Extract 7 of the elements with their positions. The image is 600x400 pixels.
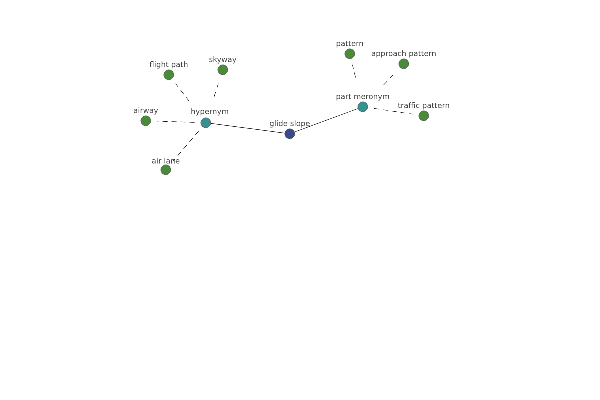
dashed-line: [173, 131, 199, 162]
connector-line: [210, 123, 286, 134]
connector-line: [294, 108, 358, 132]
dashed-line: [352, 64, 356, 78]
dashed-line: [374, 108, 414, 115]
dashed-line: [156, 121, 196, 123]
dashed-line: [176, 84, 190, 102]
